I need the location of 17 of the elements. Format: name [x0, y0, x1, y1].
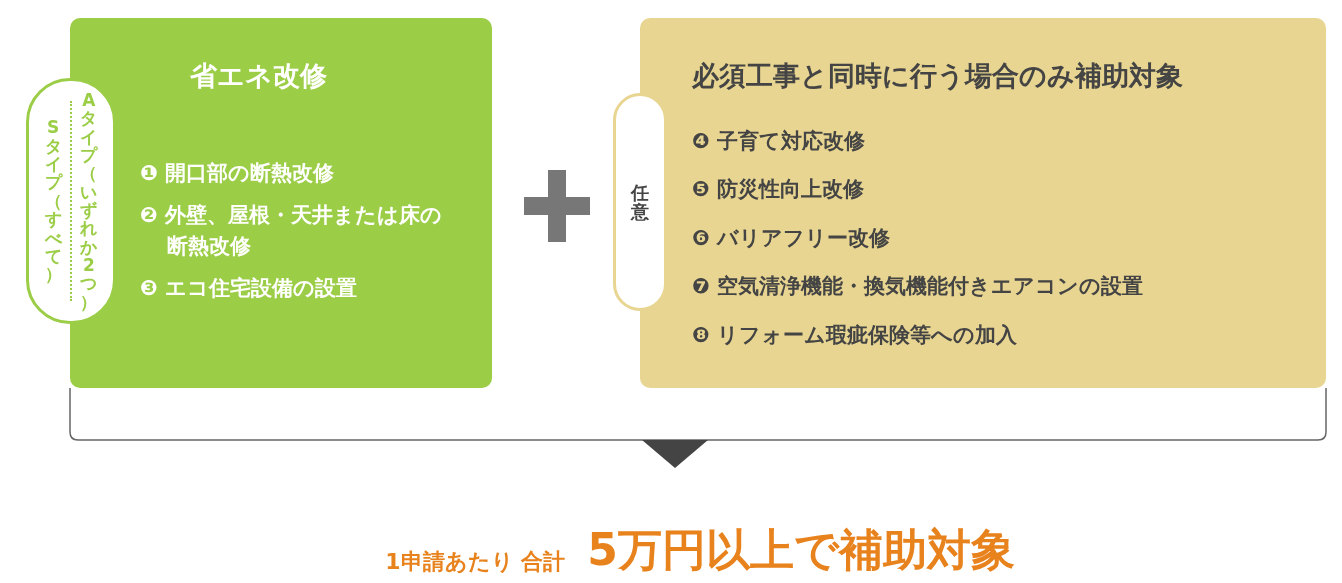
- category-panel: [70, 18, 492, 388]
- list-item: ❺ 防災性向上改修: [692, 176, 866, 204]
- list-item: ❶ 開口部の断熱改修: [140, 160, 336, 187]
- list-item: ❹ 子育て対応改修: [692, 128, 867, 155]
- list-item: ❸ エコ住宅設備の設置: [140, 275, 359, 303]
- bracket-arrow: [69, 387, 1327, 468]
- list-item: ❽ リフォーム瑕疵保険等への加入: [692, 321, 1019, 349]
- pill-label: Aタイプ（いずれか2つ）: [80, 90, 98, 312]
- pill-label: Sタイプ（すべて）: [44, 118, 62, 284]
- panel-heading: 必須工事と同時に行う場合のみ補助対象: [692, 59, 1183, 93]
- pill-label: 任意: [630, 182, 650, 222]
- result-prefix: 1申請あたり 合計: [385, 549, 566, 574]
- list-item: ❻ バリアフリー改修: [692, 224, 892, 252]
- list-item: ❼ 空気清浄機能・換気機能付きエアコンの設置: [692, 273, 1145, 301]
- list-item: ❷ 外壁、屋根・天井または床の断熱改修: [140, 202, 444, 260]
- panel-heading: 省エネ改修: [190, 59, 327, 93]
- result-text: 5万円以上で補助対象: [587, 525, 1015, 574]
